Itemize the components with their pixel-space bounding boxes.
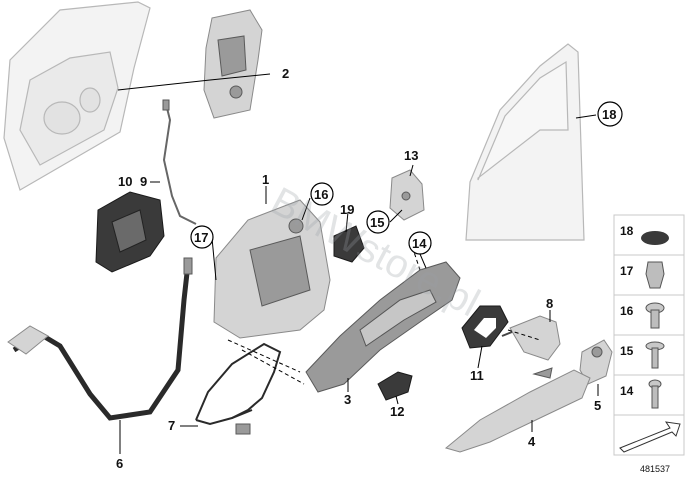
callout-16-ring — [310, 182, 334, 206]
callout-1: 1 — [262, 172, 269, 187]
callout-4: 4 — [528, 434, 536, 449]
striker-part-13 — [389, 169, 425, 221]
callout-19: 19 — [340, 202, 354, 217]
arrow-icon — [619, 421, 681, 453]
legend-label-18: 18 — [620, 224, 634, 238]
callout-15: 15 — [370, 215, 384, 230]
diagram-number: 481537 — [640, 464, 670, 474]
door-handle-part-4 — [444, 367, 591, 453]
callout-18-ring — [597, 101, 623, 127]
callout-8: 8 — [546, 296, 553, 311]
callout-9: 9 — [140, 174, 147, 189]
callout-5: 5 — [594, 398, 601, 413]
end-cap-part-5 — [579, 339, 613, 385]
bracket-part-10 — [95, 191, 165, 273]
cover-part-12 — [377, 371, 413, 401]
lock-cylinder-part-8 — [501, 315, 561, 361]
lock-module-part-2 — [203, 9, 263, 119]
callout-17-ring — [190, 225, 214, 249]
assembly-lines — [227, 239, 541, 385]
callout-11: 11 — [470, 368, 484, 383]
legend-label-15: 15 — [620, 344, 634, 358]
clip-nut-icon — [645, 261, 665, 289]
fastener-legend: 18 17 16 15 14 — [613, 214, 685, 456]
legend-cell-14 — [613, 374, 685, 416]
leader-lines — [117, 73, 599, 454]
door-lock-part-1 — [213, 199, 331, 339]
callout-12: 12 — [390, 404, 404, 419]
callout-labels: 1 2 3 4 5 6 7 8 9 10 11 12 13 14 15 16 1… — [116, 66, 623, 471]
door-outer-panel-part-18 — [465, 43, 585, 241]
callout-13: 13 — [404, 148, 418, 163]
callout-15-ring — [366, 210, 390, 234]
gasket-part-11 — [461, 305, 509, 349]
handle-carrier-part-3 — [305, 261, 461, 393]
callout-3: 3 — [344, 392, 351, 407]
door-inner-panel — [3, 1, 151, 191]
callout-18: 18 — [602, 107, 616, 122]
legend-label-14: 14 — [620, 384, 634, 398]
callout-14: 14 — [412, 236, 427, 251]
callout-14-ring — [408, 231, 432, 255]
grommet-icon — [641, 231, 669, 245]
bowden-cable-part-7 — [195, 342, 282, 435]
callout-17: 17 — [194, 230, 208, 245]
callout-2: 2 — [282, 66, 289, 81]
callout-10: 10 — [118, 174, 132, 189]
legend-cell-16 — [613, 294, 685, 336]
actuator-part-19 — [333, 225, 365, 263]
legend-cell-15 — [613, 334, 685, 376]
callout-6: 6 — [116, 456, 123, 471]
rod-part-9 — [162, 99, 197, 225]
legend-label-17: 17 — [620, 264, 634, 278]
legend-label-16: 16 — [620, 304, 634, 318]
callout-16: 16 — [314, 187, 328, 202]
callout-7: 7 — [168, 418, 175, 433]
cable-part-6 — [7, 257, 193, 421]
